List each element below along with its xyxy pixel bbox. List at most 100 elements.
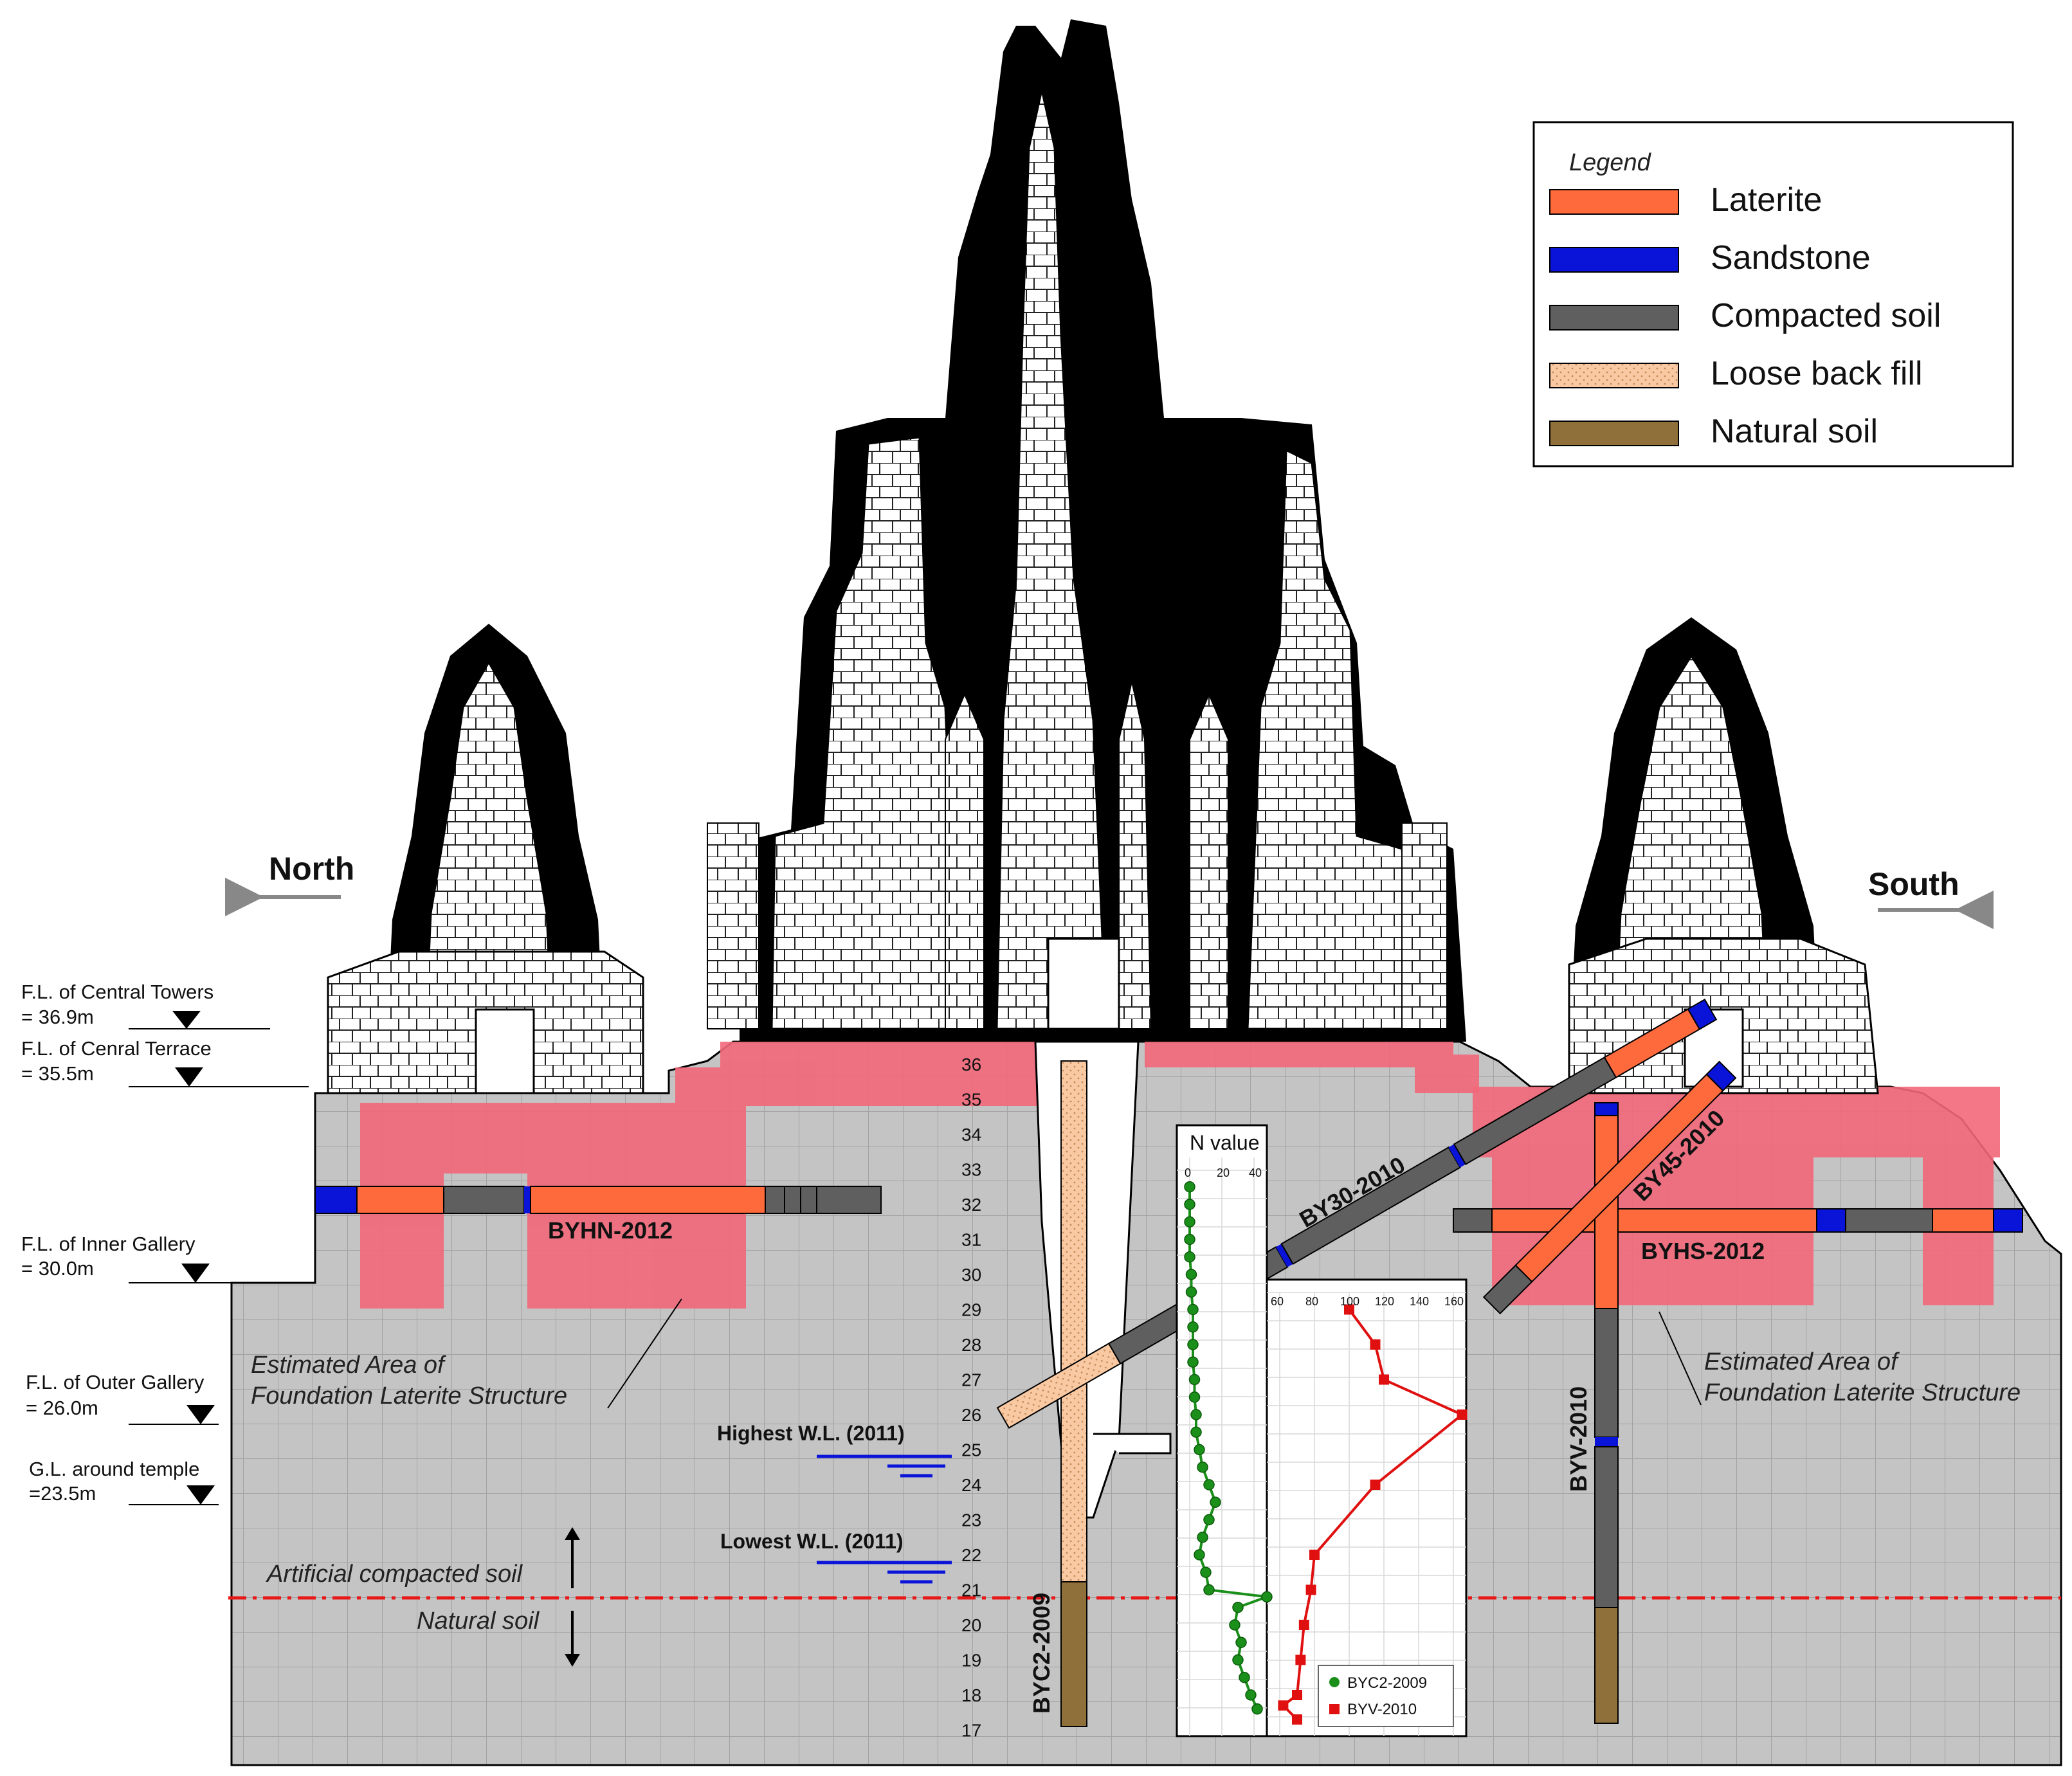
legend-item-4: Natural soil xyxy=(1711,413,1878,450)
highest-water-level-label: Highest W.L. (2011) xyxy=(717,1422,905,1445)
estimated-area-south-line2: Foundation Laterite Structure xyxy=(1704,1379,2021,1406)
legend-title: Legend xyxy=(1569,149,1652,176)
chart-tick-byc2-40: 40 xyxy=(1249,1166,1262,1179)
lowest-water-level-label: Lowest W.L. (2011) xyxy=(720,1530,904,1553)
series-point-0-27 xyxy=(1235,1636,1247,1648)
series-point-0-2 xyxy=(1184,1216,1195,1228)
label-byv: BYV-2010 xyxy=(1565,1386,1592,1492)
depth-tick-30: 30 xyxy=(961,1265,981,1285)
series-point-0-12 xyxy=(1188,1391,1201,1403)
series-point-0-30 xyxy=(1245,1689,1257,1701)
level-marker-5 xyxy=(186,1485,215,1505)
legend-marker-byv xyxy=(1329,1704,1340,1714)
legend-swatch-2 xyxy=(1549,305,1679,331)
level-marker-2 xyxy=(175,1067,203,1087)
legend-series-byc2: BYC2-2009 xyxy=(1347,1674,1427,1692)
series-point-0-14 xyxy=(1190,1426,1202,1438)
series-point-0-29 xyxy=(1239,1672,1250,1683)
series-point-0-23 xyxy=(1203,1584,1215,1596)
north-label: North xyxy=(269,851,354,887)
chart-tick-byc2-20: 20 xyxy=(1217,1166,1230,1179)
arrow-down-head xyxy=(565,1654,580,1667)
series-point-0-26 xyxy=(1229,1619,1240,1631)
leader-north xyxy=(607,1298,682,1409)
series-point-1-9 xyxy=(1292,1690,1302,1700)
borehole-byc2 xyxy=(1060,1060,1087,1727)
depth-tick-35: 35 xyxy=(961,1090,981,1110)
legend-item-2: Compacted soil xyxy=(1711,297,1941,334)
series-point-1-7 xyxy=(1298,1620,1309,1630)
series-point-0-5 xyxy=(1185,1269,1197,1280)
series-point-0-28 xyxy=(1232,1654,1244,1666)
series-point-0-3 xyxy=(1184,1233,1195,1246)
legend-item-3: Loose back fill xyxy=(1711,355,1923,392)
legend-swatch-4 xyxy=(1549,421,1679,446)
chart-tick-byv-80: 80 xyxy=(1305,1295,1318,1308)
series-point-1-2 xyxy=(1379,1374,1389,1385)
level-central-terrace-value: = 35.5m xyxy=(21,1062,94,1085)
label-byhn: BYHN-2012 xyxy=(548,1217,673,1244)
series-point-0-31 xyxy=(1251,1703,1263,1715)
depth-tick-33: 33 xyxy=(961,1160,981,1180)
series-point-1-6 xyxy=(1305,1584,1316,1595)
leader-south xyxy=(1659,1311,1702,1406)
series-point-0-11 xyxy=(1188,1373,1201,1386)
series-point-0-24 xyxy=(1261,1591,1273,1603)
n-value-title: N value xyxy=(1190,1131,1260,1154)
south-label: South xyxy=(1868,866,1959,902)
series-point-1-5 xyxy=(1309,1550,1320,1560)
chart-tick-byv-100: 100 xyxy=(1340,1295,1359,1308)
depth-tick-17: 17 xyxy=(961,1721,981,1741)
chart-legend xyxy=(1318,1665,1454,1727)
depth-tick-23: 23 xyxy=(961,1510,981,1530)
level-outer-gallery: F.L. of Outer Gallery xyxy=(26,1371,204,1393)
depth-tick-28: 28 xyxy=(961,1335,981,1355)
water-levels xyxy=(817,1454,952,1584)
depth-tick-21: 21 xyxy=(961,1581,981,1600)
series-point-0-15 xyxy=(1194,1444,1205,1456)
series-point-0-19 xyxy=(1203,1514,1215,1526)
depth-tick-26: 26 xyxy=(961,1405,981,1425)
series-point-0-16 xyxy=(1197,1462,1208,1473)
estimated-laterite-center xyxy=(1145,1042,1479,1093)
chart-tick-byc2-0: 0 xyxy=(1185,1166,1191,1179)
series-point-1-1 xyxy=(1370,1339,1381,1350)
estimated-area-north-line2: Foundation Laterite Structure xyxy=(251,1382,567,1409)
level-ground: G.L. around temple xyxy=(29,1458,199,1480)
level-marker-4 xyxy=(186,1405,215,1424)
legend-item-0: Laterite xyxy=(1711,181,1822,219)
series-point-0-13 xyxy=(1190,1409,1202,1420)
legend-marker-byc2 xyxy=(1329,1677,1340,1687)
arrow-up-head xyxy=(565,1527,580,1540)
level-marker-1 xyxy=(172,1011,201,1029)
level-inner-gallery-value: = 30.0m xyxy=(21,1257,94,1280)
legend-swatch-1 xyxy=(1549,247,1679,273)
series-point-0-7 xyxy=(1187,1303,1199,1316)
level-central-towers: F.L. of Central Towers xyxy=(21,981,214,1003)
series-point-0-17 xyxy=(1203,1479,1215,1491)
depth-tick-25: 25 xyxy=(961,1440,981,1460)
depth-tick-18: 18 xyxy=(961,1685,981,1705)
legend-swatch-0 xyxy=(1549,189,1679,215)
series-point-0-18 xyxy=(1210,1496,1221,1508)
depth-tick-19: 19 xyxy=(961,1651,981,1671)
depth-tick-34: 34 xyxy=(961,1125,981,1145)
series-point-0-22 xyxy=(1200,1566,1212,1578)
temple-elevation xyxy=(327,19,1879,1094)
series-point-0-1 xyxy=(1184,1199,1195,1210)
series-point-0-10 xyxy=(1187,1356,1199,1368)
series-point-1-8 xyxy=(1295,1654,1306,1665)
chart-tick-byv-160: 160 xyxy=(1444,1295,1464,1308)
level-central-terrace: F.L. of Cenral Terrace xyxy=(21,1037,212,1060)
level-ground-value: =23.5m xyxy=(29,1482,96,1505)
series-point-0-8 xyxy=(1187,1321,1199,1333)
series-point-0-25 xyxy=(1232,1602,1244,1613)
label-byc2: BYC2-2009 xyxy=(1028,1593,1055,1714)
series-point-0-21 xyxy=(1194,1549,1205,1561)
depth-tick-36: 36 xyxy=(961,1055,981,1074)
depth-tick-31: 31 xyxy=(961,1230,981,1250)
